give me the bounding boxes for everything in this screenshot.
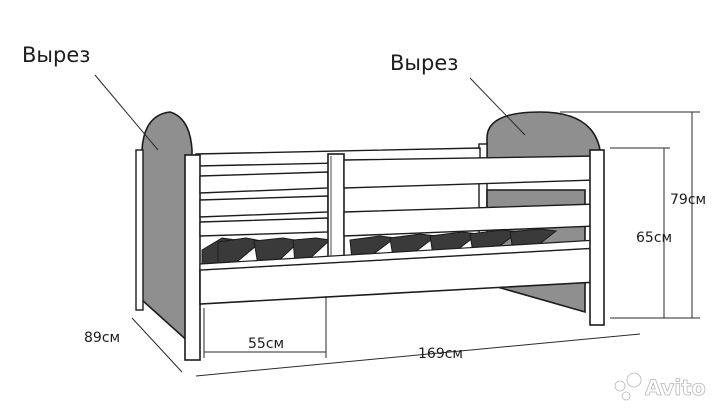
watermark-dot <box>621 391 631 401</box>
watermark-text: Avito <box>645 376 706 400</box>
guard-rail-middle <box>199 195 329 218</box>
mattress-slats <box>201 228 558 269</box>
depth-line <box>131 317 183 373</box>
dimension-opening-label: 55см <box>248 336 284 352</box>
guard-rail-lower <box>199 217 329 237</box>
dimension-lines <box>131 111 700 377</box>
watermark-dot <box>626 372 642 388</box>
cutout-right-pointer <box>469 77 526 136</box>
cutout-left-pointer <box>94 74 159 151</box>
cutout-right-label: Вырез <box>390 51 458 75</box>
cutout-left-label: Вырез <box>22 43 90 67</box>
guard-rail-top <box>199 171 329 194</box>
dimension-height-side-label: 65см <box>636 230 672 246</box>
back-headboard-panel <box>486 111 601 161</box>
right-front-post <box>589 149 605 326</box>
left-outer-post <box>135 149 144 311</box>
length-line <box>195 333 641 377</box>
right-guard-rails <box>343 155 598 237</box>
slat <box>217 237 264 267</box>
left-headboard-panel <box>141 111 193 347</box>
watermark-dot <box>614 380 626 392</box>
left-headboard <box>135 111 201 361</box>
dimension-height-total-label: 79см <box>670 192 706 208</box>
dimension-depth-label: 89см <box>84 330 120 346</box>
left-guard-rails <box>199 171 329 237</box>
avito-watermark: Avito <box>614 372 706 401</box>
dimension-length-label: 169см <box>418 346 463 362</box>
guard-rail-top <box>343 155 598 189</box>
left-front-post <box>184 154 201 361</box>
